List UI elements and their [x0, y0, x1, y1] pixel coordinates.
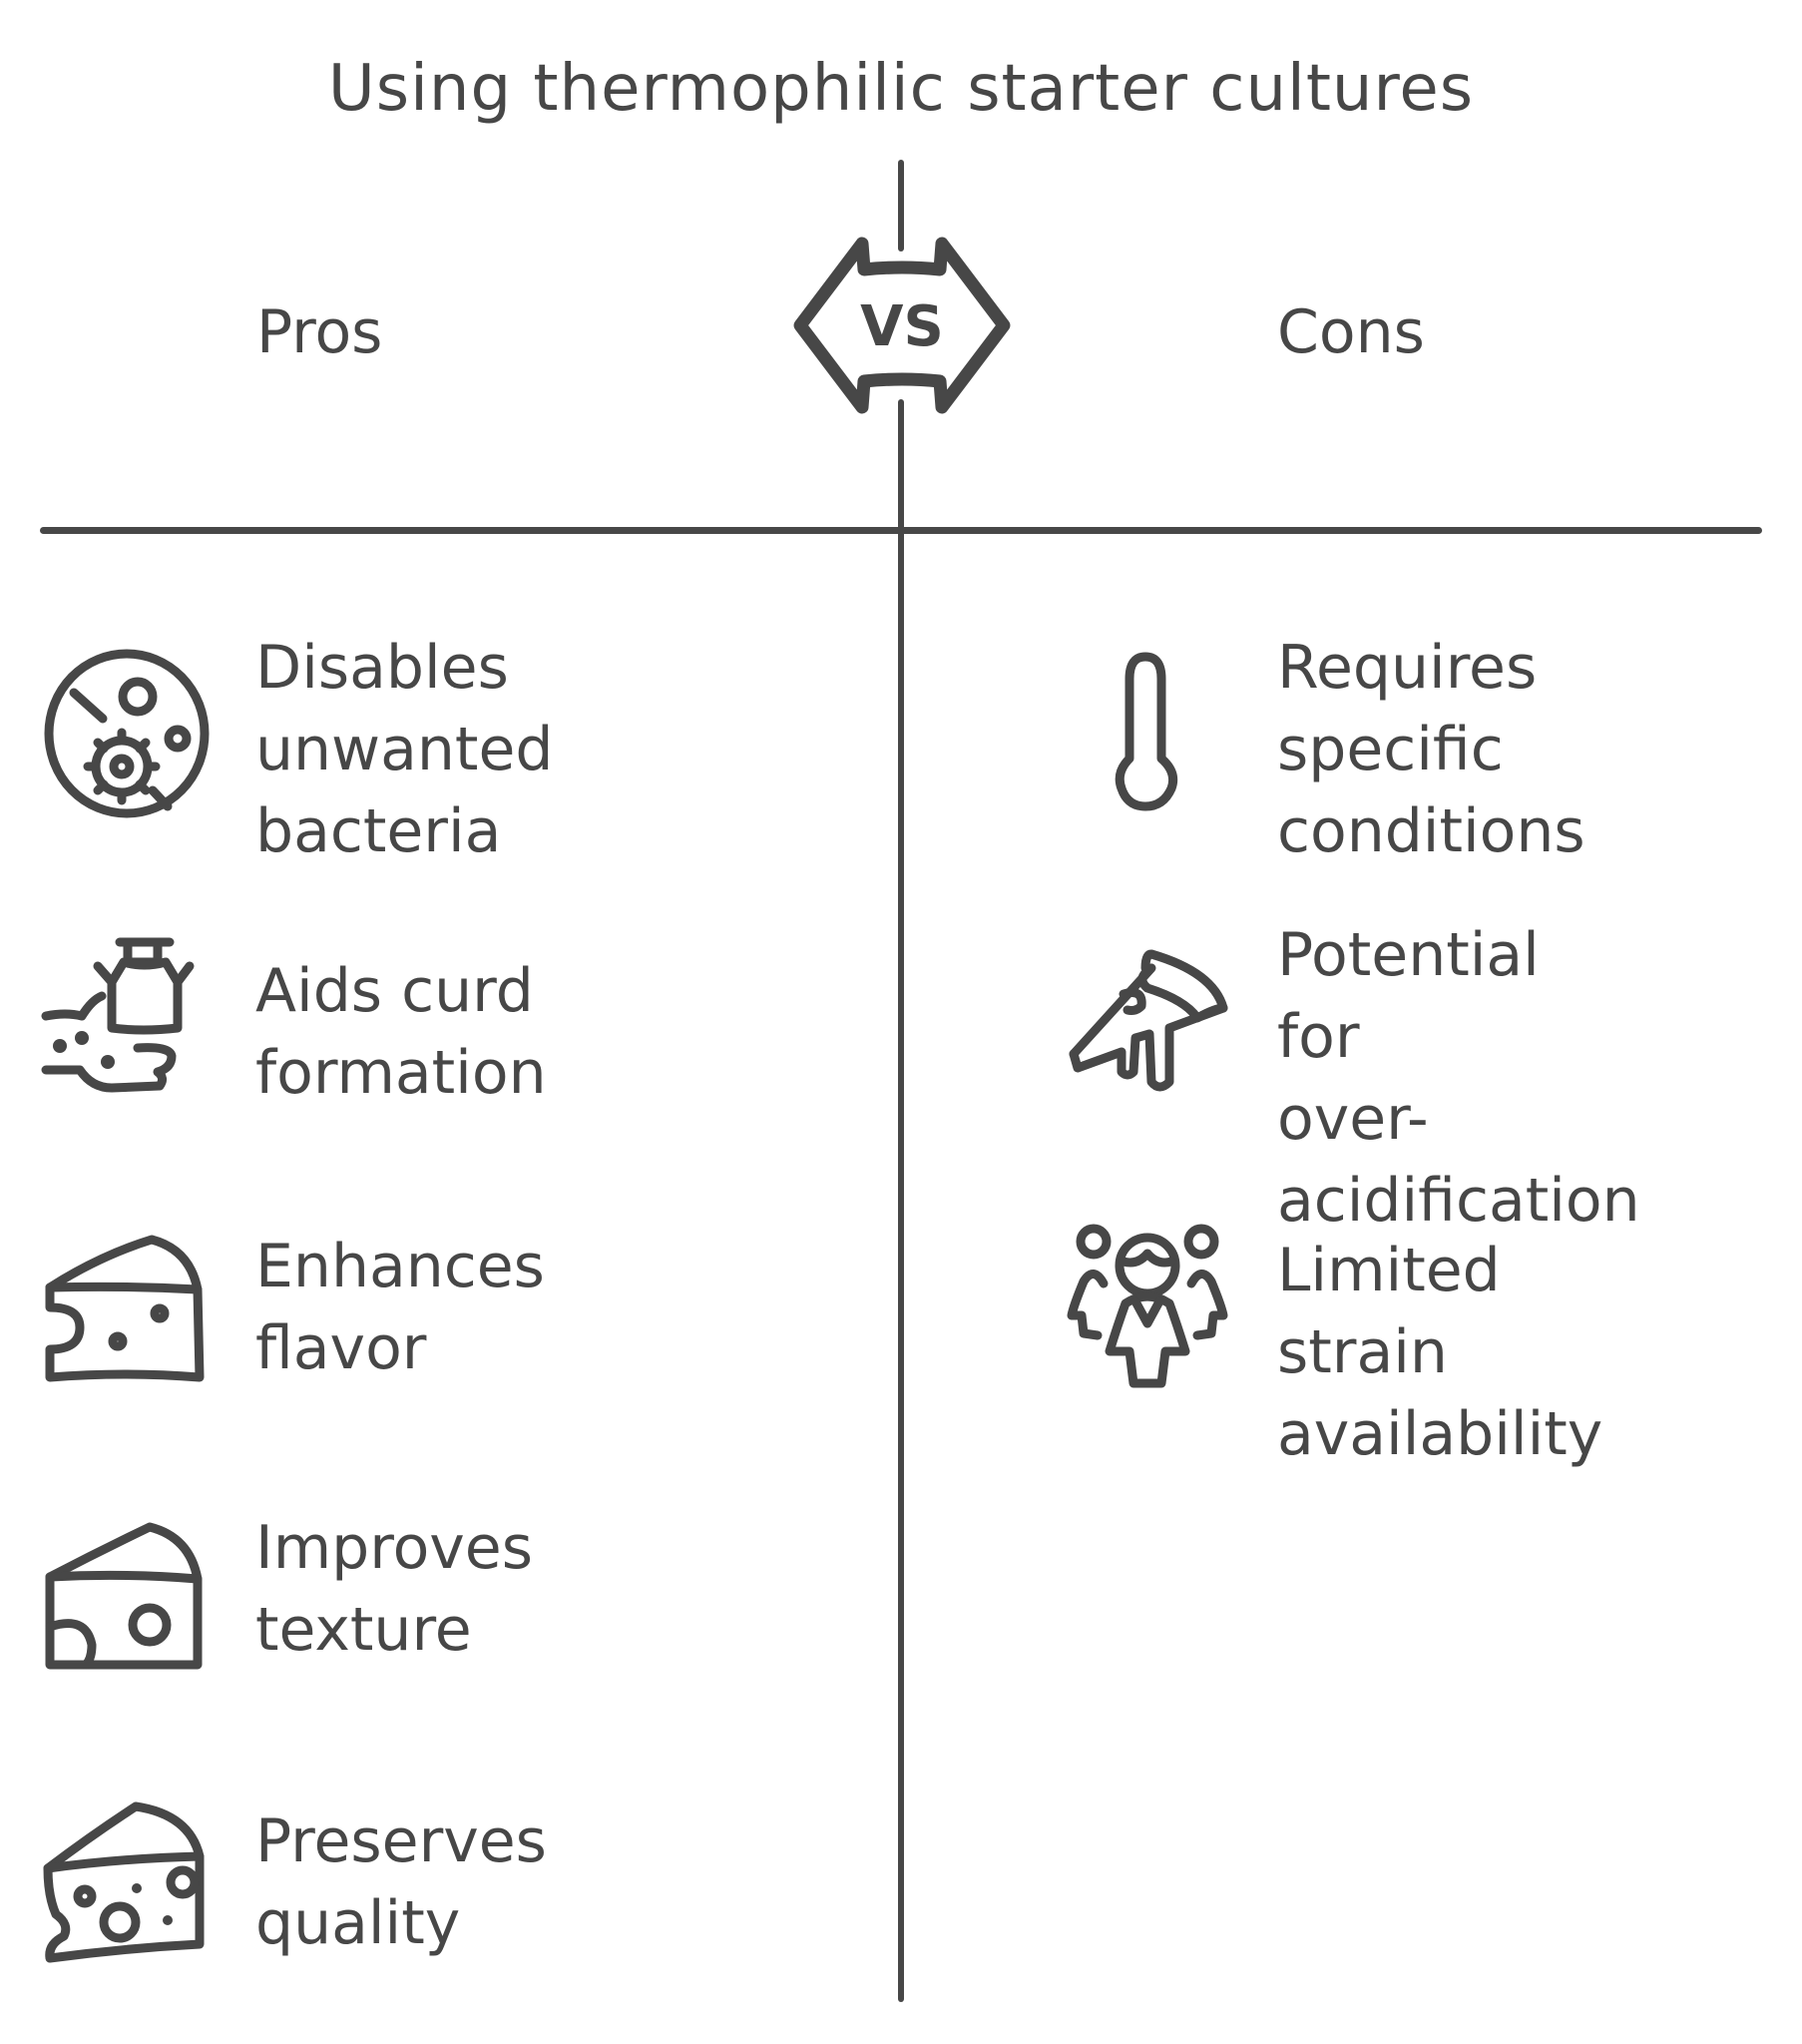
cheese-block-icon — [40, 1515, 210, 1685]
milk-can-pour-hand-icon — [40, 937, 210, 1108]
melting-pizza-slice-icon — [1066, 948, 1235, 1118]
vs-badge: VS — [792, 236, 1012, 415]
thermometer-icon — [1066, 639, 1235, 811]
con-label: Requires specific conditions — [1277, 633, 1585, 866]
con-label: Limited strain availability — [1277, 1236, 1603, 1469]
header-divider — [40, 527, 1762, 534]
bacteria-petri-dish-icon — [40, 639, 210, 818]
cons-heading: Cons — [1277, 297, 1425, 367]
vs-arrow-icon: VS — [793, 237, 1011, 414]
diagram-title: Using thermophilic starter cultures — [327, 52, 1475, 126]
pros-heading: Pros — [256, 297, 383, 367]
con-label: Potential for over- acidification — [1277, 920, 1640, 1236]
cheese-wedge-icon — [40, 1228, 210, 1397]
swiss-cheese-icon — [40, 1796, 210, 1966]
pro-label: Aids curd formation — [255, 956, 547, 1108]
group-of-people-icon — [1066, 1224, 1235, 1395]
pro-label: Disables unwanted bacteria — [255, 633, 554, 866]
center-divider — [898, 399, 904, 2002]
svg-text:VS: VS — [860, 294, 944, 359]
center-divider-top — [898, 160, 904, 252]
pro-label: Enhances flavor — [255, 1232, 545, 1383]
pro-label: Preserves quality — [255, 1806, 547, 1958]
pro-label: Improves texture — [255, 1513, 533, 1665]
